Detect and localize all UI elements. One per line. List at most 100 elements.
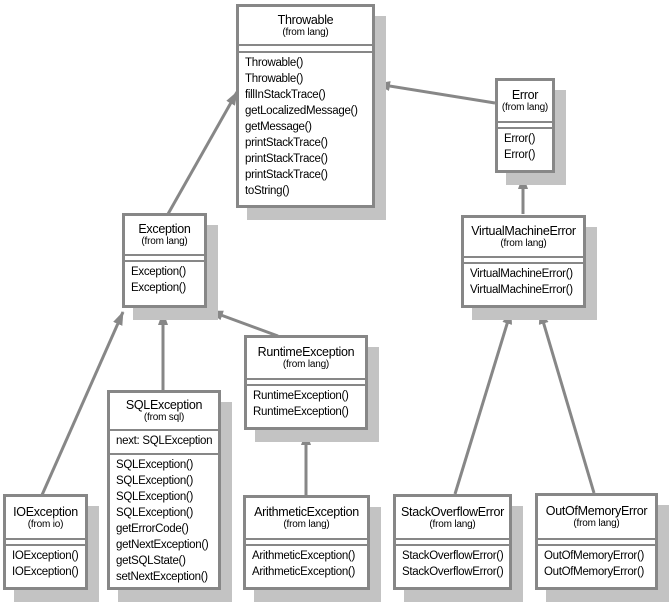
class-methods-compartment: SQLException() SQLException() SQLException… xyxy=(110,455,218,587)
method-row: getNextException() xyxy=(116,539,209,551)
attribute-row: next: SQLException xyxy=(116,435,213,447)
class-attributes-compartment: next: SQLException xyxy=(110,431,218,455)
method-row: Throwable() xyxy=(245,57,304,69)
class-name: Error xyxy=(511,88,539,102)
class-methods-compartment: Throwable() Throwable() fillInStackTrace()… xyxy=(239,53,372,205)
class-io-exception: IOException (from io) IOException()IOExc… xyxy=(3,494,88,590)
class-methods-compartment: Exception() Exception() xyxy=(125,262,204,305)
method-row: Throwable() xyxy=(245,73,304,85)
class-methods-compartment: OutOfMemoryError() OutOfMemoryError() xyxy=(538,546,655,587)
method-row: printStackTrace() xyxy=(245,137,328,149)
class-name-compartment: OutOfMemoryError (from lang) xyxy=(538,496,655,540)
class-methods-compartment: RuntimeException() RuntimeException() xyxy=(247,386,365,427)
method-row: RuntimeException() xyxy=(253,406,349,418)
method-row: SQLException() xyxy=(116,475,193,487)
class-attributes-compartment xyxy=(538,540,655,546)
method-row: OutOfMemoryError() xyxy=(544,566,645,578)
class-methods-compartment: StackOverflowError() StackOverflowError() xyxy=(396,546,509,587)
method-row: IOException() xyxy=(12,566,79,578)
class-attributes-compartment xyxy=(239,46,372,53)
class-exception: Exception (from lang) Exception()Excepti… xyxy=(122,213,207,308)
method-row: SQLException() xyxy=(116,491,193,503)
method-row: VirtualMachineError() xyxy=(470,284,573,296)
class-name: OutOfMemoryError xyxy=(545,504,648,518)
inheritance-arrow-io-exception-to-exception xyxy=(40,311,125,496)
class-package: (from lang) xyxy=(429,518,476,530)
class-name-compartment: VirtualMachineError (from lang) xyxy=(464,218,583,258)
method-row: getMessage() xyxy=(245,121,312,133)
class-package: (from lang) xyxy=(500,238,547,249)
class-attributes-compartment xyxy=(498,123,552,129)
class-package: (from lang) xyxy=(573,518,620,529)
inheritance-arrow-exception-to-throwable xyxy=(166,91,239,215)
class-attributes-compartment xyxy=(246,540,367,546)
class-name: Throwable xyxy=(277,12,334,27)
method-row: Exception() xyxy=(131,282,186,294)
method-row: IOException() xyxy=(12,550,79,562)
method-row: printStackTrace() xyxy=(245,153,328,165)
class-package: (from lang) xyxy=(283,519,330,530)
class-sql-exception: SQLException (from sql) next: SQLExcepti… xyxy=(107,390,221,590)
class-name-compartment: Error (from lang) xyxy=(498,81,552,123)
method-row: StackOverflowError() xyxy=(402,550,504,562)
method-row: Error() xyxy=(504,133,536,145)
class-attributes-compartment xyxy=(464,258,583,264)
class-attributes-compartment xyxy=(247,380,365,386)
class-name: VirtualMachineError xyxy=(471,224,576,238)
inheritance-arrow-error-to-throwable xyxy=(376,81,496,105)
class-package: (from io) xyxy=(27,518,64,530)
class-package: (from lang) xyxy=(501,102,549,113)
method-row: Exception() xyxy=(131,266,186,278)
class-name: ArithmeticException xyxy=(254,505,359,519)
class-package: (from lang) xyxy=(141,236,188,247)
inheritance-arrow-runtime-exception-to-exception xyxy=(209,309,279,338)
class-name: RuntimeException xyxy=(257,345,355,359)
class-name: SQLException xyxy=(125,398,203,412)
method-row: SQLException() xyxy=(116,507,193,519)
class-name-compartment: SQLException (from sql) xyxy=(110,393,218,431)
inheritance-arrow-out-of-memory-error-to-virtual-machine-error xyxy=(538,310,596,494)
class-name-compartment: Exception (from lang) xyxy=(125,216,204,256)
class-package: (from sql) xyxy=(143,412,185,423)
class-name: IOException xyxy=(13,504,78,519)
class-attributes-compartment xyxy=(125,256,204,262)
class-name: Exception xyxy=(138,222,191,236)
method-row: ArithmeticException() xyxy=(252,550,355,562)
method-row: setNextException() xyxy=(116,571,208,583)
class-package: (from lang) xyxy=(282,359,330,370)
method-row: getSQLState() xyxy=(116,555,186,567)
class-name-compartment: Throwable (from lang) xyxy=(239,7,372,46)
method-row: getLocalizedMessage() xyxy=(245,105,358,117)
method-row: RuntimeException() xyxy=(253,390,349,402)
class-methods-compartment: ArithmeticException() ArithmeticException… xyxy=(246,546,367,587)
method-row: OutOfMemoryError() xyxy=(544,550,645,562)
class-name: StackOverflowError xyxy=(401,504,504,519)
class-out-of-memory-error: OutOfMemoryError (from lang) OutOfMemory… xyxy=(535,493,658,590)
class-methods-compartment: Error() Error() xyxy=(498,129,552,170)
class-methods-compartment: VirtualMachineError() VirtualMachineError… xyxy=(464,264,583,305)
class-error: Error (from lang) Error() Error() xyxy=(495,78,555,173)
method-row: Error() xyxy=(504,149,536,161)
method-row: fillInStackTrace() xyxy=(245,89,326,101)
class-name-compartment: IOException (from io) xyxy=(6,497,85,540)
class-runtime-exception: RuntimeException (from lang) RuntimeExce… xyxy=(244,335,368,430)
method-row: getErrorCode() xyxy=(116,523,189,535)
class-package: (from lang) xyxy=(282,26,329,38)
class-attributes-compartment xyxy=(6,540,85,546)
class-stack-overflow-error: StackOverflowError (from lang) StackOver… xyxy=(393,494,512,590)
class-virtual-machine-error: VirtualMachineError (from lang) VirtualM… xyxy=(461,215,586,308)
method-row: toString() xyxy=(245,185,290,197)
class-name-compartment: ArithmeticException (from lang) xyxy=(246,498,367,540)
class-attributes-compartment xyxy=(396,540,509,546)
method-row: SQLException() xyxy=(116,459,193,471)
method-row: StackOverflowError() xyxy=(402,566,504,578)
class-methods-compartment: IOException() IOException() xyxy=(6,546,85,587)
method-row: ArithmeticException() xyxy=(252,566,355,578)
method-row: printStackTrace() xyxy=(245,169,328,181)
class-throwable: Throwable (from lang) Throwable()Throwab… xyxy=(236,4,375,208)
inheritance-arrow-stack-overflow-error-to-virtual-machine-error xyxy=(453,310,513,495)
class-arithmetic-exception: ArithmeticException (from lang) Arithmet… xyxy=(243,495,370,590)
method-row: VirtualMachineError() xyxy=(470,268,573,280)
